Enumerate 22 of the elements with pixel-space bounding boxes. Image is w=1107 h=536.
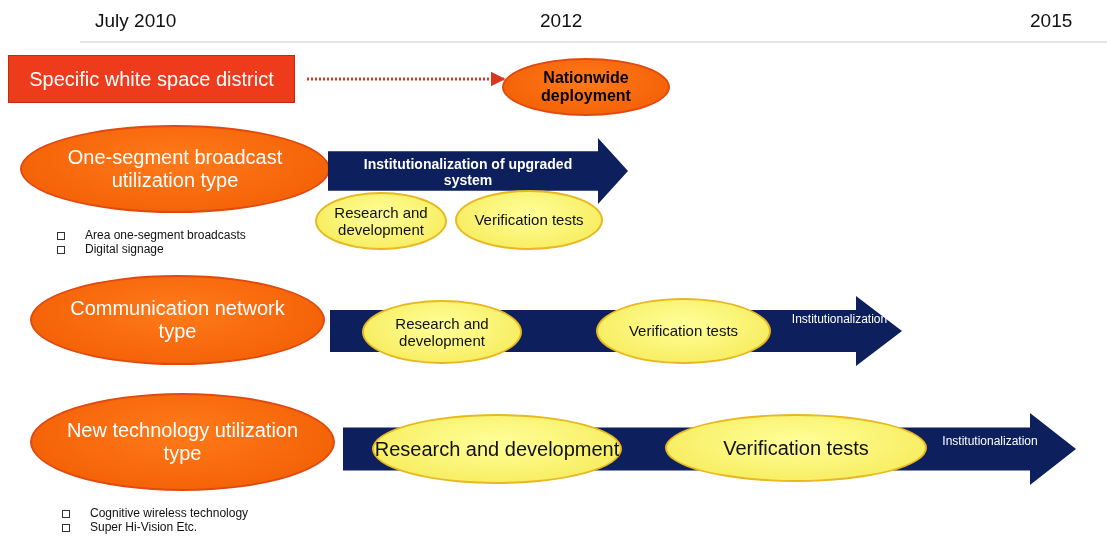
- bullet-item: Digital signage: [55, 242, 246, 256]
- phase-ellipse: Research and development: [362, 300, 522, 364]
- phase-ellipse: Verification tests: [596, 298, 771, 364]
- arrow-label: Institutionalization: [941, 435, 1039, 449]
- timeline-year: 2015: [1030, 10, 1073, 32]
- bullet-item: Cognitive wireless technology: [60, 506, 249, 520]
- bullet-item: Super Hi-Vision Etc.: [60, 520, 249, 534]
- arrow-label: Institutionalization of upgraded system: [362, 156, 574, 189]
- phase-ellipse: Research and development: [372, 414, 622, 484]
- category-ellipse: One-segment broadcast utilization type: [20, 125, 330, 213]
- timeline-year: July 2010: [95, 10, 177, 32]
- title-box: Specific white space district: [8, 55, 295, 103]
- timeline-year: 2012: [540, 10, 583, 32]
- phase-ellipse: Verification tests: [455, 190, 603, 250]
- category-ellipse: Nationwide deployment: [502, 58, 670, 116]
- category-ellipse: Communication network type: [30, 275, 325, 365]
- phase-ellipse: Verification tests: [665, 414, 927, 482]
- phase-ellipse: Research and development: [315, 192, 447, 250]
- arrow-band: [330, 296, 902, 366]
- category-ellipse: New technology utilization type: [30, 393, 335, 491]
- arrow-band: [343, 413, 1076, 485]
- bullet-item: Area one-segment broadcasts: [55, 228, 246, 242]
